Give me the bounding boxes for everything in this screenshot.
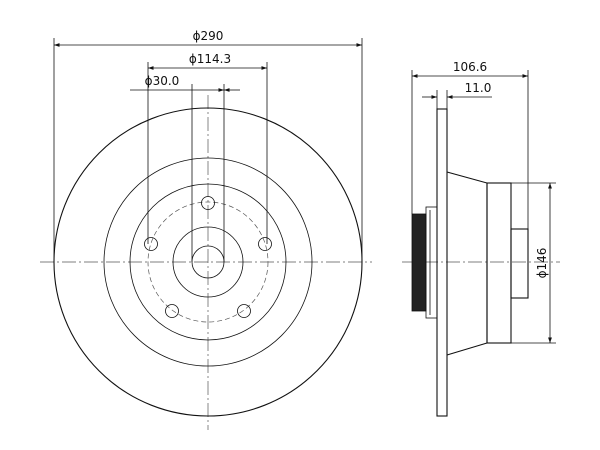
hub-profile [446,171,488,356]
bolt-hole [144,237,158,251]
pcd-diameter-label: ϕ114.3 [189,52,231,66]
bolt-hole [237,304,251,318]
hub-outer-circle [129,183,287,341]
overall-height-label: 106.6 [453,60,487,74]
bolt-hole [258,237,272,251]
bore-diameter-label: ϕ30.0 [145,74,180,88]
disc-thickness-label: 11.0 [465,81,492,95]
hub-diameter-label: ϕ146 [535,248,549,279]
disc-diameter-label: ϕ290 [193,29,224,43]
hub-spigot [510,228,529,299]
disc-plate-section [436,108,448,417]
hub-flange [486,182,512,344]
bolt-hole [165,304,179,318]
friction-ring-inner-edge [103,157,313,367]
front-view: ϕ290 ϕ114.3 ϕ30.0 [40,29,372,430]
side-view: 106.6 11.0 ϕ146 [402,60,560,417]
bolt-pitch-circle [147,201,269,323]
bolt-hole [201,196,215,210]
hub-center-ring [172,226,244,298]
abs-ring-carrier [425,206,438,319]
abs-ring-dark [411,213,427,312]
